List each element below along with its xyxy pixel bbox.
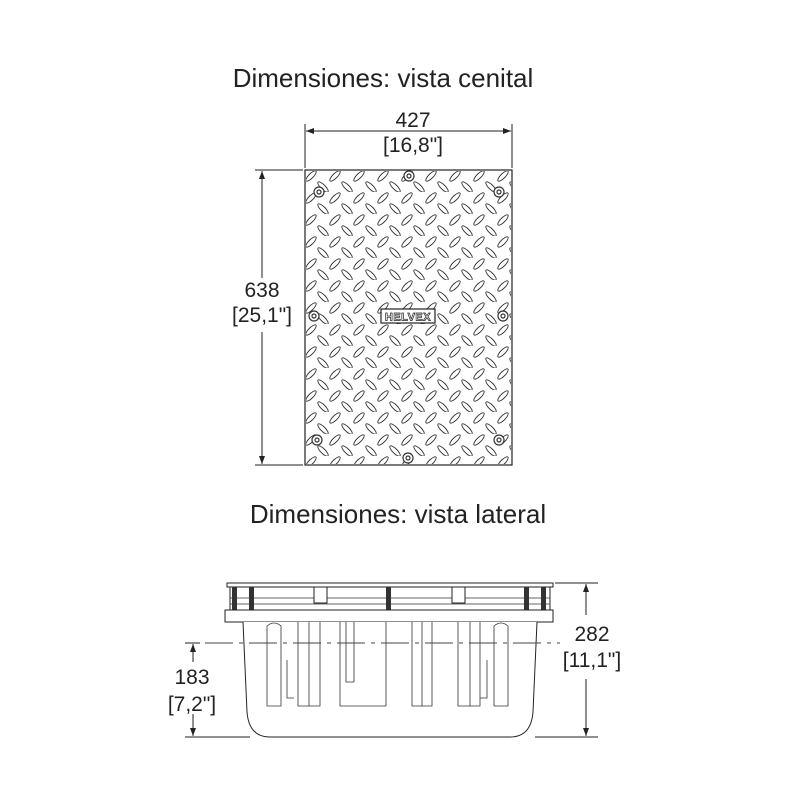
height-mm-label: 638: [244, 279, 279, 302]
brand-logo: HELVEX: [380, 308, 436, 324]
total-height-in-label: [11,1"]: [563, 649, 621, 672]
height-in-label: [25,1"]: [232, 304, 292, 327]
screw-icons: [308, 170, 509, 464]
width-in-label: [16,8"]: [383, 134, 443, 157]
brand-logo-text: HELVEX: [385, 312, 431, 324]
total-height-mm-label: 282: [574, 623, 609, 646]
cover-plate-top-view: HELVEX: [304, 169, 513, 466]
body-height-in-label: [7,2"]: [168, 693, 216, 716]
height-dimension: 638 [25,1"]: [232, 169, 303, 466]
width-mm-label: 427: [395, 109, 430, 132]
body-height-dimension: 183 [7,2"]: [155, 642, 250, 738]
body-height-mm-label: 183: [174, 666, 209, 689]
total-height-dimension: 282 [11,1"]: [535, 582, 635, 738]
top-view-title: Dimensiones: vista cenital: [233, 63, 534, 93]
box-side-view: [205, 582, 560, 738]
side-view-title: Dimensiones: vista lateral: [250, 499, 546, 529]
width-dimension: 427 [16,8"]: [304, 109, 513, 168]
